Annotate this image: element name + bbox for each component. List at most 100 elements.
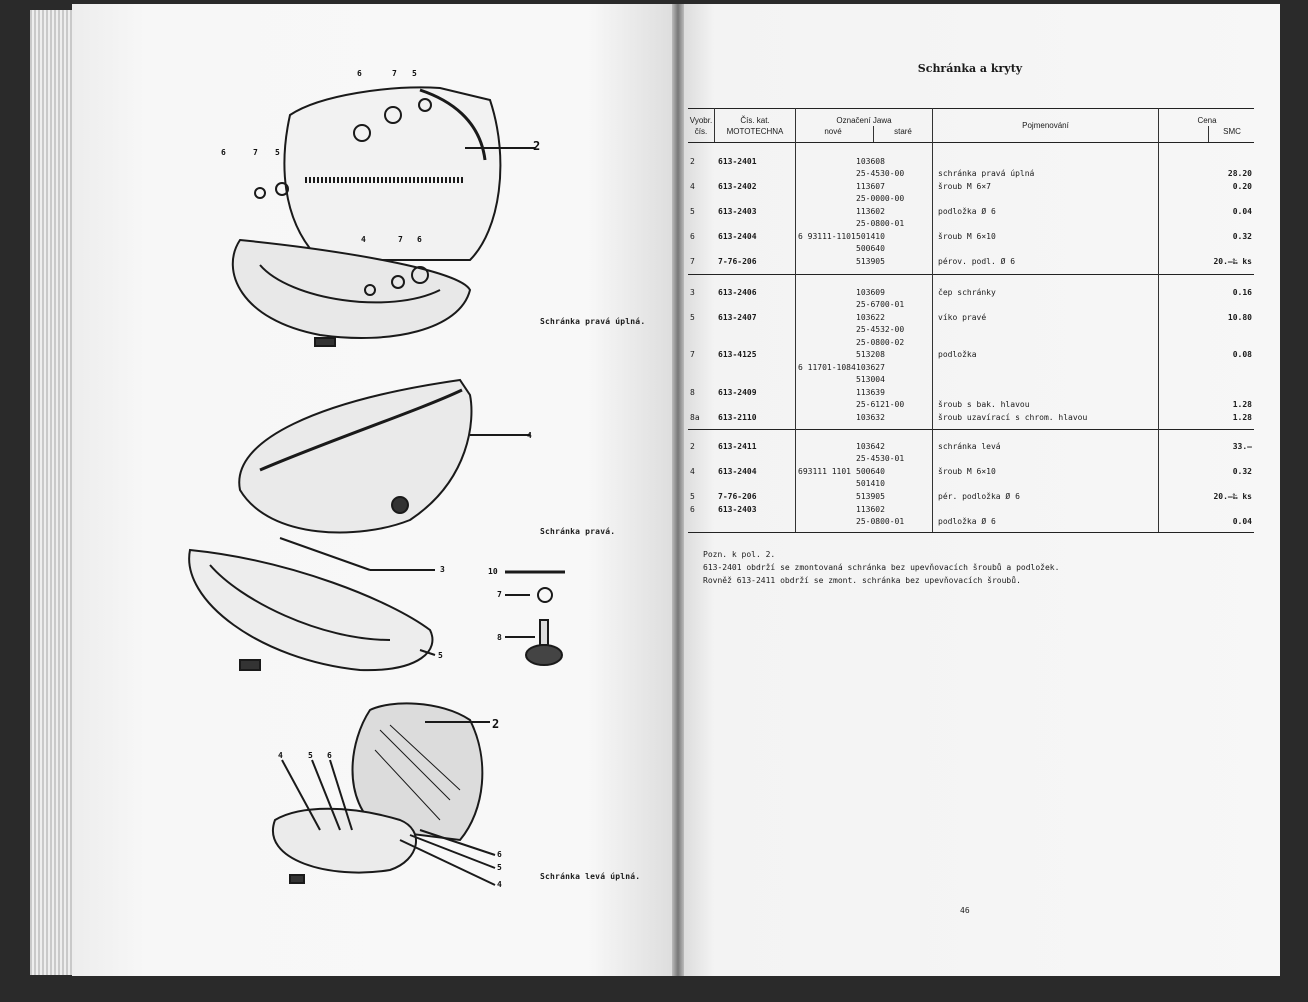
callout-fig1-right: 2 xyxy=(533,139,540,153)
cell-stare: 513905 xyxy=(856,257,885,266)
cell-price: 20.—‰ ks xyxy=(1213,492,1252,501)
cell-vyobr: 8a xyxy=(690,413,700,422)
cell-stare: 500640 xyxy=(856,467,885,476)
callout-fig2-1: 4 xyxy=(527,431,532,440)
cell-kat: 613-2403 xyxy=(718,505,757,514)
cell-price: 20.—‰ ks xyxy=(1213,257,1252,266)
cell-nove: 6 11701-1084 xyxy=(798,363,856,372)
cell-vyobr: 4 xyxy=(690,467,695,476)
callout-fig2-part-3: 8 xyxy=(497,633,502,642)
cell-stare: 113602 xyxy=(856,207,885,216)
cell-kat: 613-2401 xyxy=(718,157,757,166)
cell-stare: 25-0800-01 xyxy=(856,219,905,228)
cell-price: 0.04 xyxy=(1232,517,1252,526)
cell-stare: 113639 xyxy=(856,388,885,397)
callout-fig1-side-3: 5 xyxy=(275,148,280,157)
callout-fig3-4: 6 xyxy=(327,751,332,760)
header-cis-kat: Čís. kat. xyxy=(740,116,770,125)
cell-kat: 613-4125 xyxy=(718,350,757,359)
footnote: Pozn. k pol. 2. 613-2401 obdrží se zmont… xyxy=(703,548,1223,587)
callout-fig3-5: 6 xyxy=(497,850,502,859)
cell-stare: 25-0800-02 xyxy=(856,338,905,347)
cell-nove: 6 93111-1101 xyxy=(798,232,856,241)
cell-name: šroub M 6×10 xyxy=(938,232,996,241)
cell-stare: 103642 xyxy=(856,442,885,451)
cell-vyobr: 7 xyxy=(690,350,695,359)
cell-stare: 25-6121-00 xyxy=(856,400,905,409)
callout-fig1-lower-3: 6 xyxy=(417,235,422,244)
fig3-box-drawing xyxy=(272,702,496,886)
cell-name: podložka Ø 6 xyxy=(938,207,996,216)
cell-name: víko pravé xyxy=(938,313,987,322)
parts-table: Vyobr. čís. Čís. kat. MOTOTECHNA Označen… xyxy=(688,108,1254,533)
cell-vyobr: 5 xyxy=(690,313,695,322)
callout-fig1-lower-1: 4 xyxy=(361,235,366,244)
table-bottom-rule xyxy=(688,532,1254,533)
cell-vyobr: 2 xyxy=(690,157,695,166)
cell-kat: 7-76-206 xyxy=(718,492,757,501)
cell-price: 0.32 xyxy=(1232,232,1252,241)
cell-name: podložka Ø 6 xyxy=(938,517,996,526)
cell-kat: 613-2407 xyxy=(718,313,757,322)
cell-stare: 103608 xyxy=(856,157,885,166)
header-vyobr: Vyobr. xyxy=(689,116,713,125)
cell-stare: 25-4532-00 xyxy=(856,325,905,334)
cell-vyobr: 2 xyxy=(690,442,695,451)
callout-fig2-part-2: 7 xyxy=(497,590,502,599)
cell-vyobr: 5 xyxy=(690,207,695,216)
callout-fig2-part-1: 10 xyxy=(488,567,498,576)
page-number: 46 xyxy=(960,906,970,915)
cell-price: 1.28 xyxy=(1232,400,1252,409)
cell-stare: 513905 xyxy=(856,492,885,501)
page-title: Schránka a kryty xyxy=(917,62,1023,75)
cell-kat: 613-2404 xyxy=(718,232,757,241)
fig2-box-drawing xyxy=(188,378,565,672)
cell-vyobr: 7 xyxy=(690,257,695,266)
page-edges xyxy=(30,10,80,975)
cell-name: šroub M 6×10 xyxy=(938,467,996,476)
header-cis: čís. xyxy=(694,127,708,136)
header-smc: SMC xyxy=(1223,127,1241,136)
cell-price: 1.28 xyxy=(1232,413,1252,422)
cell-vyobr: 6 xyxy=(690,505,695,514)
footnote-line-1: Pozn. k pol. 2. xyxy=(703,550,776,559)
cell-vyobr: 6 xyxy=(690,232,695,241)
cell-price: 0.16 xyxy=(1232,288,1252,297)
table-header-rule xyxy=(688,142,1254,143)
right-page xyxy=(678,4,1280,976)
book-gutter xyxy=(672,4,684,976)
table-group-rule-1 xyxy=(688,274,1254,275)
caption-fig2: Schránka pravá. xyxy=(540,527,616,536)
cell-kat: 613-2411 xyxy=(718,442,757,451)
callout-fig1-side-2: 7 xyxy=(253,148,258,157)
cell-kat: 7-76-206 xyxy=(718,257,757,266)
callout-fig3-1: 2 xyxy=(492,717,499,731)
cell-stare: 513004 xyxy=(856,375,885,384)
cell-kat: 613-2110 xyxy=(718,413,757,422)
cell-vyobr: 4 xyxy=(690,182,695,191)
cell-stare: 25-6700-01 xyxy=(856,300,905,309)
cell-stare: 103632 xyxy=(856,413,885,422)
cell-kat: 613-2404 xyxy=(718,467,757,476)
cell-stare: 103622 xyxy=(856,313,885,322)
table-group-rule-2 xyxy=(688,429,1254,430)
cell-name: schránka pravá úplná xyxy=(938,169,1035,178)
cell-kat: 613-2406 xyxy=(718,288,757,297)
callout-fig1-top-1: 6 xyxy=(357,69,362,78)
cell-price: 0.32 xyxy=(1232,467,1252,476)
cell-name: šroub uzavírací s chrom. hlavou xyxy=(938,413,1088,422)
cell-stare: 113602 xyxy=(856,505,885,514)
cell-price: 0.08 xyxy=(1232,350,1252,359)
cell-name: schránka levá xyxy=(938,442,1001,451)
cell-name: šroub M 6×7 xyxy=(938,182,991,191)
cell-stare: 113607 xyxy=(856,182,885,191)
cell-stare: 25-0000-00 xyxy=(856,194,905,203)
cell-name: pér. podložka Ø 6 xyxy=(938,492,1020,501)
callout-fig3-6: 5 xyxy=(497,863,502,872)
cell-kat: 613-2409 xyxy=(718,388,757,397)
cell-price: 0.04 xyxy=(1232,207,1252,216)
parts-illustration: 6 7 5 6 7 5 2 4 7 6 4 3 5 10 7 8 2 4 5 6 xyxy=(90,60,570,910)
callout-fig1-side-1: 6 xyxy=(221,148,226,157)
cell-stare: 25-4530-00 xyxy=(856,169,905,178)
